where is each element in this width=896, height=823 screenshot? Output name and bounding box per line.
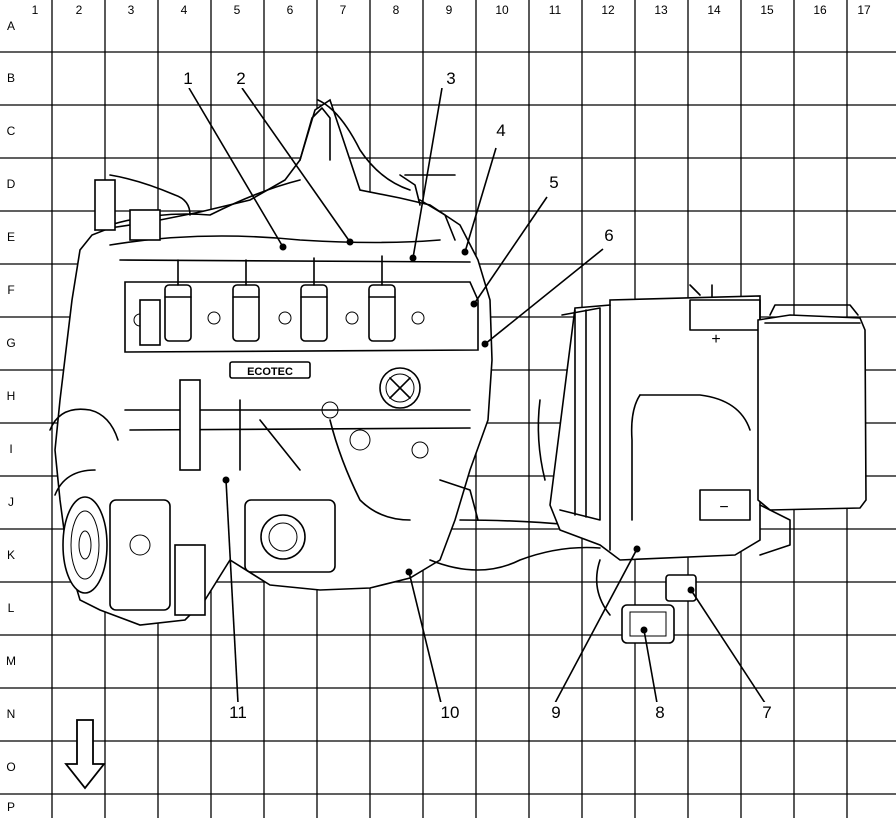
down-arrow-icon <box>64 719 106 790</box>
row-label: E <box>7 230 15 244</box>
column-label: 2 <box>76 3 83 17</box>
column-label: 15 <box>760 3 774 17</box>
row-label: D <box>7 177 16 191</box>
engine-badge: ECOTEC <box>247 366 293 378</box>
column-label: 1 <box>32 3 39 17</box>
row-label: M <box>6 654 16 668</box>
row-label: H <box>7 389 16 403</box>
callout-numbers: 1 2 3 4 5 6 7 8 9 10 11 <box>178 68 777 722</box>
column-label: 10 <box>495 3 509 17</box>
column-label: 12 <box>601 3 615 17</box>
callout-3: 3 <box>446 69 455 88</box>
battery-and-underhood-fuse-block: + − <box>537 284 867 644</box>
column-label: 17 <box>857 3 871 17</box>
column-label: 8 <box>393 3 400 17</box>
leader-dots <box>222 238 695 634</box>
callout-10: 10 <box>441 703 460 722</box>
callout-5: 5 <box>549 173 558 192</box>
callout-11: 11 <box>229 703 247 722</box>
column-label: 7 <box>340 3 347 17</box>
row-label: N <box>7 707 16 721</box>
callout-6: 6 <box>604 226 613 245</box>
callout-4: 4 <box>496 121 505 140</box>
column-label: 3 <box>128 3 135 17</box>
row-label: A <box>7 19 15 33</box>
row-labels: A B C D E F G H I J K L M N O P <box>6 19 16 814</box>
row-label: K <box>7 548 15 562</box>
callout-1: 1 <box>183 69 192 88</box>
row-label: G <box>6 336 15 350</box>
row-label: P <box>7 800 15 814</box>
row-label: L <box>8 601 15 615</box>
column-label: 11 <box>549 3 562 17</box>
column-label: 9 <box>446 3 453 17</box>
column-labels: 1 2 3 4 5 6 7 8 9 10 11 12 13 14 15 16 1… <box>32 3 871 17</box>
row-label: C <box>7 124 16 138</box>
column-label: 5 <box>234 3 241 17</box>
row-label: I <box>9 442 12 456</box>
callout-9: 9 <box>551 703 560 722</box>
engine-assembly: ECOTEC <box>49 98 601 626</box>
callout-2: 2 <box>236 69 245 88</box>
row-label: O <box>6 760 15 774</box>
battery-plus-label: + <box>711 331 720 348</box>
callout-7: 7 <box>762 703 771 722</box>
callout-8: 8 <box>655 703 664 722</box>
row-label: J <box>8 495 14 509</box>
column-label: 14 <box>707 3 721 17</box>
row-label: F <box>7 283 14 297</box>
column-label: 4 <box>181 3 188 17</box>
battery-minus-label: − <box>719 499 728 516</box>
leader-lines <box>188 87 766 704</box>
column-label: 16 <box>813 3 827 17</box>
column-label: 13 <box>654 3 668 17</box>
column-label: 6 <box>287 3 294 17</box>
row-label: B <box>7 71 15 85</box>
